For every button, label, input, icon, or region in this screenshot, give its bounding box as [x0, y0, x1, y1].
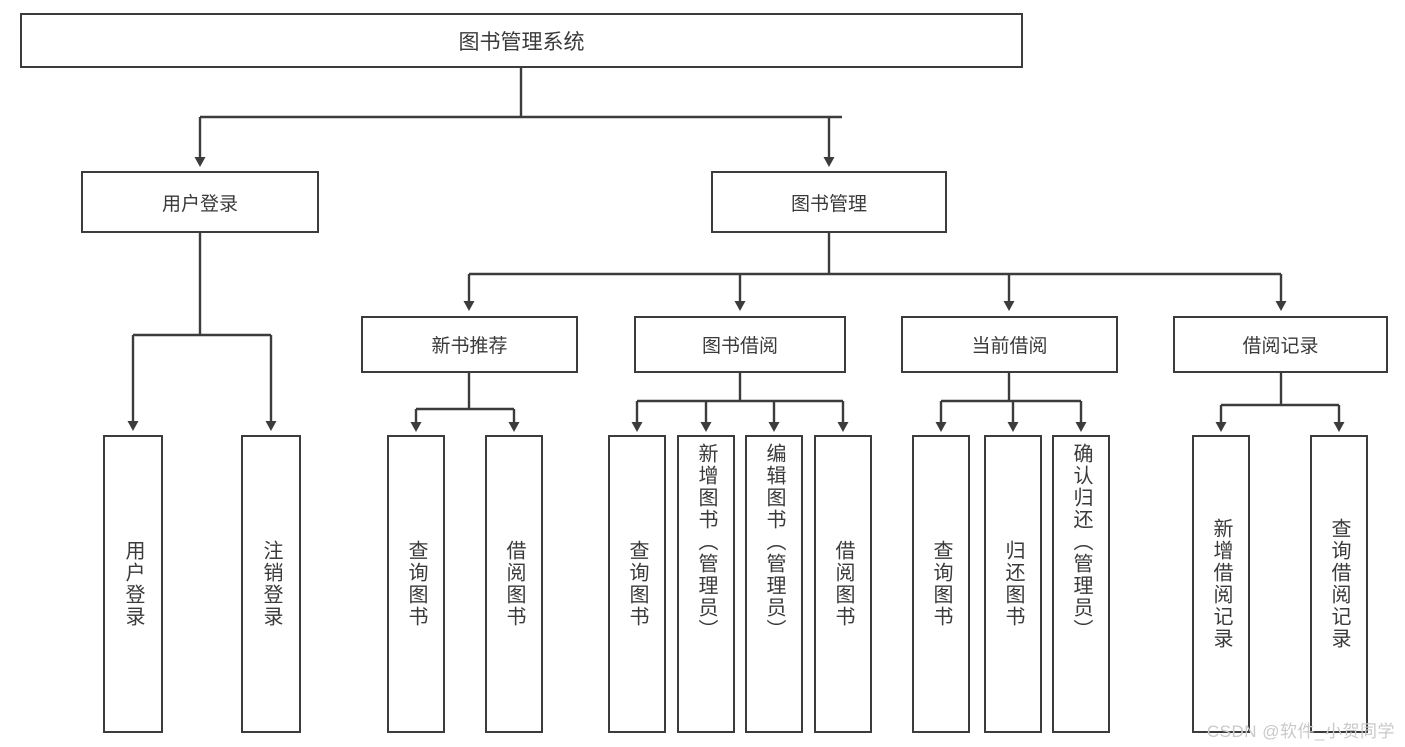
node-book-borrow[interactable]: 图书借阅 — [634, 316, 846, 373]
node-current-borrow-label: 当前借阅 — [971, 336, 1048, 357]
leaf-query-borrow-record-label: 查询借阅记录 — [1328, 518, 1350, 650]
leaf-borrow-book-recommend[interactable]: 借阅图书 — [485, 435, 543, 733]
leaf-query-book-borrow-label: 查询图书 — [626, 540, 648, 628]
leaf-query-book-recommend[interactable]: 查询图书 — [387, 435, 445, 733]
node-new-book-recommend[interactable]: 新书推荐 — [361, 316, 578, 373]
leaf-borrow-book-recommend-label: 借阅图书 — [503, 540, 525, 628]
node-current-borrow[interactable]: 当前借阅 — [901, 316, 1118, 373]
leaf-return-book[interactable]: 归还图书 — [984, 435, 1042, 733]
leaf-query-book-borrow[interactable]: 查询图书 — [608, 435, 666, 733]
node-root[interactable]: 图书管理系统 — [20, 13, 1023, 68]
leaf-user-login-label: 用户登录 — [122, 540, 144, 628]
leaf-return-book-label: 归还图书 — [1002, 540, 1024, 628]
node-root-label: 图书管理系统 — [458, 30, 585, 54]
leaf-add-borrow-record[interactable]: 新增借阅记录 — [1192, 435, 1250, 733]
leaf-borrow-book-label: 借阅图书 — [832, 540, 854, 628]
node-borrow-record-label: 借阅记录 — [1242, 336, 1319, 357]
node-book-management-label: 图书管理 — [790, 193, 867, 215]
node-user-login-label: 用户登录 — [161, 193, 238, 215]
node-new-book-recommend-label: 新书推荐 — [431, 336, 508, 357]
leaf-query-borrow-record[interactable]: 查询借阅记录 — [1310, 435, 1368, 733]
node-book-management[interactable]: 图书管理 — [711, 171, 947, 233]
leaf-query-book-current-label: 查询图书 — [930, 540, 952, 628]
leaf-add-book-admin[interactable]: 新增图书（管理员） — [677, 435, 735, 733]
node-user-login[interactable]: 用户登录 — [81, 171, 319, 233]
leaf-query-book-recommend-label: 查询图书 — [405, 540, 427, 628]
node-borrow-record[interactable]: 借阅记录 — [1173, 316, 1388, 373]
leaf-query-book-current[interactable]: 查询图书 — [912, 435, 970, 733]
leaf-confirm-return-admin[interactable]: 确认归还（管理员） — [1052, 435, 1110, 733]
leaf-add-borrow-record-label: 新增借阅记录 — [1210, 518, 1232, 650]
leaf-user-logout-label: 注销登录 — [260, 540, 282, 628]
leaf-edit-book-admin[interactable]: 编辑图书（管理员） — [745, 435, 803, 733]
leaf-edit-book-admin-label: 编辑图书（管理员） — [763, 443, 785, 641]
leaf-user-logout[interactable]: 注销登录 — [241, 435, 301, 733]
leaf-user-login[interactable]: 用户登录 — [103, 435, 163, 733]
leaf-borrow-book[interactable]: 借阅图书 — [814, 435, 872, 733]
leaf-add-book-admin-label: 新增图书（管理员） — [695, 443, 717, 641]
leaf-confirm-return-admin-label: 确认归还（管理员） — [1070, 443, 1092, 641]
node-book-borrow-label: 图书借阅 — [701, 336, 778, 357]
